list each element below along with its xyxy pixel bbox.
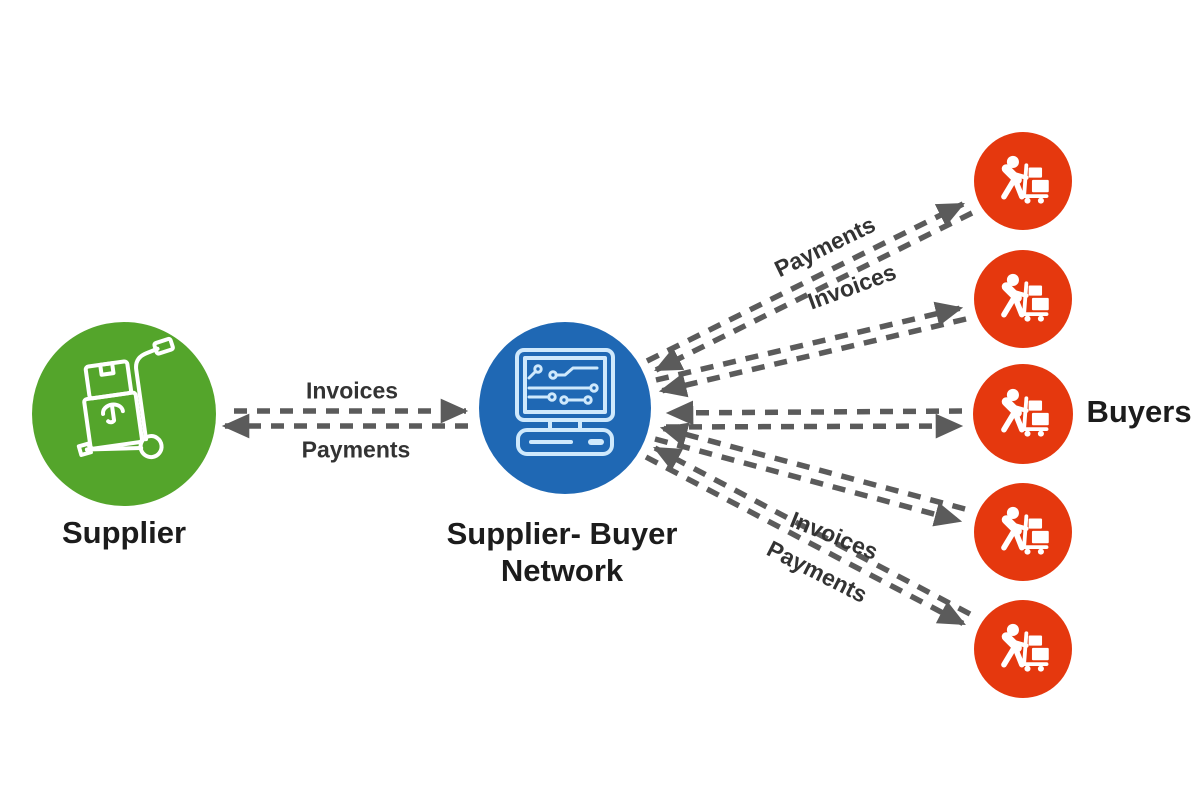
buyer-node-2: [974, 250, 1072, 348]
dashed-arrow-to-buyer1: [645, 201, 965, 364]
dashed-arrow-to-buyer2: [655, 301, 964, 383]
buyers-label: Buyers: [1086, 394, 1192, 429]
supplier-circle: [32, 322, 216, 506]
hand-truck-icon: [76, 336, 175, 460]
flow-label-invoices-supplier: Invoices: [305, 377, 399, 404]
edge-network-buyer3: [665, 400, 964, 439]
dashed-arrow-buyer3-to-network: [665, 400, 963, 426]
network-label-line1: Supplier- Buyer: [446, 516, 678, 551]
dashed-arrow-buyer1-to-network: [654, 210, 974, 373]
buyer-node-1: [974, 132, 1072, 230]
edge-supplier-network: [221, 398, 469, 439]
buyer-circle: [974, 250, 1072, 348]
buyer-node-4: [974, 483, 1072, 581]
network-circle: [479, 322, 651, 494]
dashed-arrow-to-buyer4: [654, 436, 963, 527]
buyer-circle: [974, 132, 1072, 230]
buyer-circle: [974, 600, 1072, 698]
network-label: Supplier- Buyer Network: [447, 515, 678, 589]
buyer-circle: [974, 483, 1072, 581]
buyer-node-3: [973, 364, 1073, 464]
dashed-arrow-to-buyer5: [644, 454, 966, 627]
dashed-arrow-to-buyer3: [665, 413, 964, 439]
supplier-label: Supplier: [61, 515, 187, 550]
computer-circuit-icon: [515, 348, 615, 456]
dashed-arrow-buyer2-to-network: [658, 316, 967, 398]
supplier-node: [32, 322, 216, 506]
flow-label-payments-supplier: Payments: [301, 436, 411, 463]
edge-network-buyer5: [644, 445, 972, 627]
dashed-arrow-buyer4-to-network: [659, 422, 966, 512]
edge-network-buyer2: [655, 301, 967, 398]
buyer-node-5: [974, 600, 1072, 698]
network-node: [479, 322, 651, 494]
network-label-line2: Network: [500, 553, 624, 588]
edge-network-buyer4: [654, 422, 966, 527]
edge-network-buyer1: [645, 201, 974, 373]
buyer-circle: [973, 364, 1073, 464]
